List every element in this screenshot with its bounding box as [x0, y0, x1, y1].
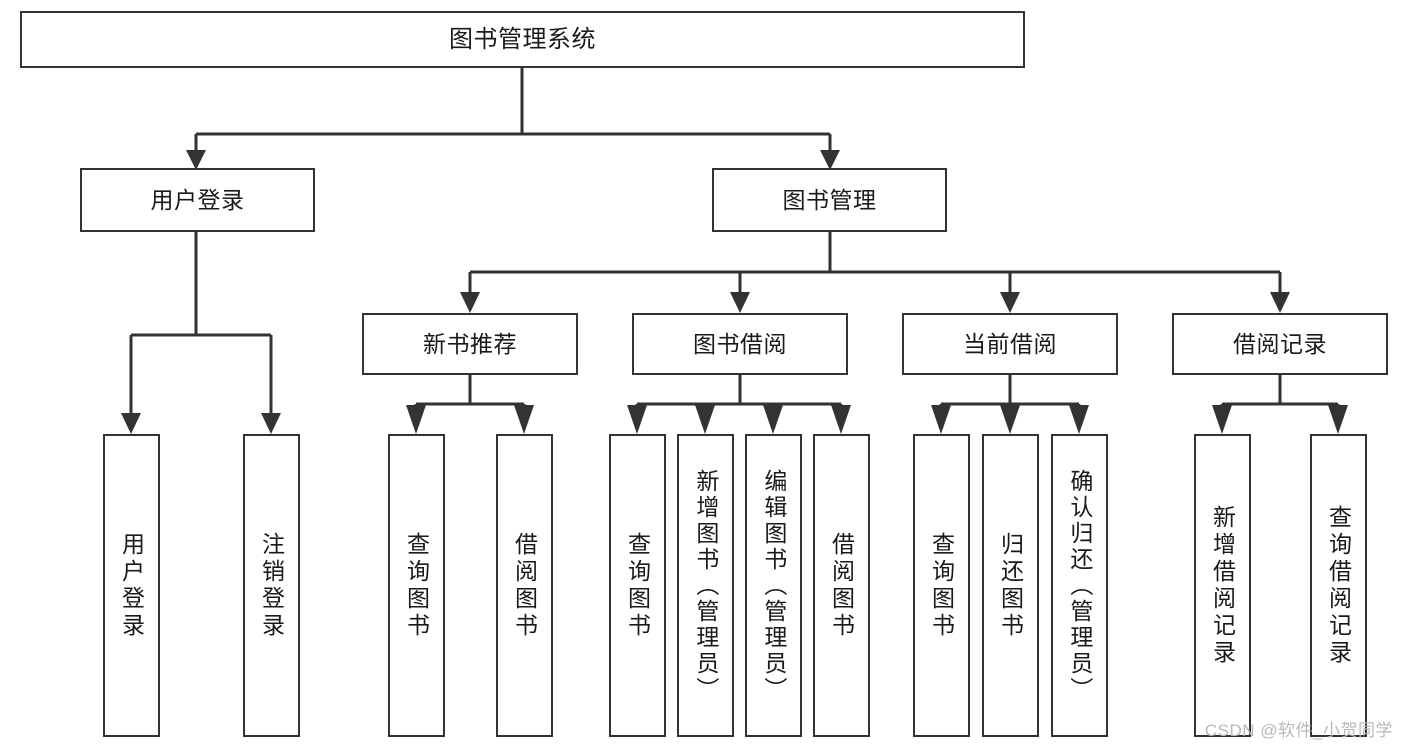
node-label: 编辑图书（管理员） — [760, 468, 787, 703]
node-label: 新书推荐 — [423, 330, 517, 357]
leaf-borrow-book-borrowing[interactable]: 借阅图书 — [813, 434, 870, 737]
leaf-logout[interactable]: 注销登录 — [243, 434, 300, 737]
node-book-management[interactable]: 图书管理 — [712, 168, 947, 232]
node-label: 图书借阅 — [693, 330, 787, 357]
node-label: 确认归还（管理员） — [1066, 468, 1093, 703]
node-label: 查询图书 — [403, 531, 430, 640]
node-label: 查询图书 — [624, 531, 651, 640]
node-label: 查询图书 — [928, 531, 955, 640]
leaf-add-book-admin[interactable]: 新增图书（管理员） — [677, 434, 734, 737]
node-label: 用户登录 — [150, 186, 245, 213]
node-current-borrowing[interactable]: 当前借阅 — [902, 313, 1118, 375]
leaf-return-book[interactable]: 归还图书 — [982, 434, 1039, 737]
node-label: 用户登录 — [118, 531, 145, 640]
csdn-watermark: CSDN @软件_小贺同学 — [1204, 721, 1393, 740]
node-label: 归还图书 — [997, 531, 1024, 640]
node-borrowing-record[interactable]: 借阅记录 — [1172, 313, 1388, 375]
leaf-user-login[interactable]: 用户登录 — [103, 434, 160, 737]
node-label: 当前借阅 — [963, 330, 1057, 357]
leaf-query-book-borrowing[interactable]: 查询图书 — [609, 434, 666, 737]
node-root-book-management-system[interactable]: 图书管理系统 — [20, 11, 1025, 68]
node-label: 借阅图书 — [511, 531, 538, 640]
node-label: 图书管理系统 — [449, 25, 596, 53]
node-new-book-recommendation[interactable]: 新书推荐 — [362, 313, 578, 375]
node-label: 借阅图书 — [828, 531, 855, 640]
node-label: 图书管理 — [782, 186, 877, 213]
leaf-add-borrow-record[interactable]: 新增借阅记录 — [1194, 434, 1251, 737]
leaf-edit-book-admin[interactable]: 编辑图书（管理员） — [745, 434, 802, 737]
node-book-borrowing[interactable]: 图书借阅 — [632, 313, 848, 375]
node-label: 新增图书（管理员） — [692, 468, 719, 703]
leaf-query-book-current[interactable]: 查询图书 — [913, 434, 970, 737]
leaf-query-borrow-record[interactable]: 查询借阅记录 — [1310, 434, 1367, 737]
node-label: 查询借阅记录 — [1325, 504, 1352, 667]
leaf-borrow-book-recommendation[interactable]: 借阅图书 — [496, 434, 553, 737]
node-user-login[interactable]: 用户登录 — [80, 168, 315, 232]
leaf-confirm-return-admin[interactable]: 确认归还（管理员） — [1051, 434, 1108, 737]
leaf-query-book-recommendation[interactable]: 查询图书 — [388, 434, 445, 737]
node-label: 注销登录 — [258, 531, 285, 640]
node-label: 新增借阅记录 — [1209, 504, 1236, 667]
node-label: 借阅记录 — [1233, 330, 1327, 357]
